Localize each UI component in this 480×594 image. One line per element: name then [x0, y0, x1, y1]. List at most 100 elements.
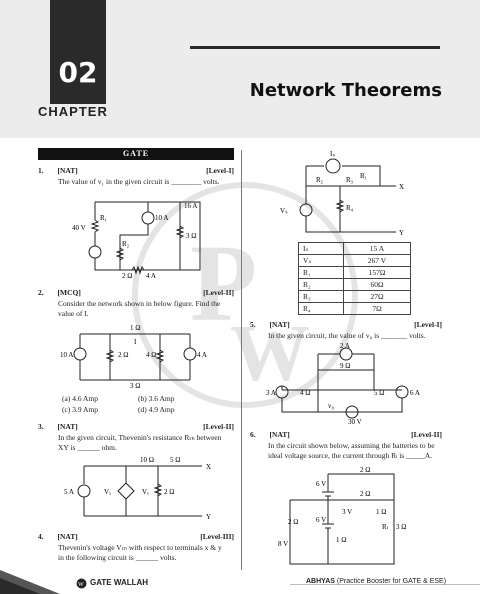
q1-circuit: 40 V R₁ 10 A 16 A 3 Ω R₂ 2 Ω 4 A [72, 201, 201, 280]
table-cell-symbol: R₄ [298, 302, 344, 315]
table-cell-value: 157Ω [343, 266, 411, 279]
svg-text:10 A: 10 A [60, 351, 73, 359]
svg-text:4 A: 4 A [146, 272, 156, 280]
svg-text:Y: Y [399, 229, 404, 237]
q3-number: 3. [38, 422, 44, 431]
svg-text:v₀: v₀ [328, 402, 335, 410]
svg-text:2 Ω: 2 Ω [288, 518, 298, 526]
table-cell-value: 7Ω [343, 302, 411, 315]
svg-text:2 Ω: 2 Ω [118, 351, 128, 359]
svg-text:8 V: 8 V [278, 540, 288, 548]
q4-level: [Level-III] [200, 532, 234, 541]
svg-text:R₂: R₂ [122, 240, 130, 248]
footer-rule [290, 584, 480, 585]
svg-text:4 A: 4 A [197, 351, 207, 359]
column-divider [241, 150, 242, 570]
question-1: 1. [NAT] [Level-I] [38, 166, 234, 176]
q5-text: In the given circuit, the value of v₀ is… [268, 331, 426, 340]
svg-text:3 V: 3 V [342, 508, 352, 516]
q6-text-line1: In the circuit shown below, assuming the… [268, 441, 435, 450]
q2-number: 2. [38, 288, 44, 297]
q5-circuit: 2 A 9 Ω 3 A 4 Ω 5 Ω 6 A v₀ 30 V [266, 342, 420, 426]
q1-level: [Level-I] [206, 166, 234, 175]
svg-text:Vₛ: Vₛ [280, 207, 288, 215]
q2-option-b: (b) 3.6 Amp [138, 394, 175, 403]
section-bar: GATE [38, 148, 234, 160]
question-3: 3. [NAT] [Level-II] [38, 422, 234, 432]
q5-number: 5. [250, 320, 256, 329]
svg-text:R₄: R₄ [346, 204, 354, 212]
svg-text:6 V: 6 V [316, 516, 326, 524]
footer-series-name: ABHYAS [306, 578, 335, 585]
footer-series-subtitle: (Practice Booster for GATE & ESE) [336, 578, 447, 585]
table-cell-value: 27Ω [343, 290, 411, 303]
svg-text:5 Ω: 5 Ω [374, 389, 384, 397]
svg-text:1 Ω: 1 Ω [336, 536, 346, 544]
svg-text:3 Ω: 3 Ω [130, 382, 140, 390]
svg-text:Iₛ: Iₛ [330, 150, 335, 158]
brand-logo-icon: W [76, 578, 87, 589]
q5-level: [Level-I] [414, 320, 442, 329]
svg-text:4 Ω: 4 Ω [146, 351, 156, 359]
q3-text-line1: In the given circuit, Thevenin's resista… [58, 433, 222, 442]
svg-text:2 Ω: 2 Ω [360, 466, 370, 474]
q2-type: [MCQ] [57, 288, 81, 297]
q6-number: 6. [250, 430, 256, 439]
svg-text:R₁: R₁ [360, 172, 367, 180]
question-2: 2. [MCQ] [Level-II] [38, 288, 234, 298]
svg-text:3 Ω: 3 Ω [186, 232, 196, 240]
table-cell-value: 15 A [343, 242, 411, 255]
svg-text:9 Ω: 9 Ω [340, 362, 350, 370]
svg-text:R₃: R₃ [346, 176, 354, 184]
q1-text: The value of v₁ in the given circuit is … [58, 177, 220, 186]
svg-text:1 Ω: 1 Ω [376, 508, 386, 516]
svg-text:30 V: 30 V [348, 418, 362, 426]
footer-series: ABHYAS (Practice Booster for GATE & ESE) [306, 578, 446, 585]
svg-text:40 V: 40 V [72, 224, 86, 232]
svg-text:3 A: 3 A [266, 389, 276, 397]
chapter-number-block: 02 [50, 0, 106, 104]
svg-text:2 Ω: 2 Ω [164, 488, 174, 496]
q6-type: [NAT] [269, 430, 290, 439]
q3-circuit: 5 A Vₓ Vₓ 2 Ω 10 Ω 5 Ω X Y [64, 456, 211, 521]
q3-type: [NAT] [57, 422, 78, 431]
pw-watermark-icon: P W [132, 182, 358, 408]
q2-option-a: (a) 4.6 Amp [62, 394, 99, 403]
q4-text-line1: Thevenin's voltage Vₜₕ with respect to t… [58, 543, 222, 552]
chapter-title: Network Theorems [249, 80, 442, 101]
svg-text:Y: Y [206, 513, 211, 521]
svg-text:X: X [399, 183, 404, 191]
chapter-number: 02 [58, 56, 98, 89]
table-cell-value: 60Ω [343, 278, 411, 291]
table-cell-value: 267 V [343, 254, 411, 267]
q3-level: [Level-II] [203, 422, 234, 431]
header-rule [190, 46, 440, 49]
svg-text:W: W [230, 310, 310, 398]
q4-number: 4. [38, 532, 44, 541]
question-4: 4. [NAT] [Level-III] [38, 532, 234, 542]
q2-circuit: 10 A 2 Ω 4 Ω 4 A 1 Ω I 3 Ω [60, 324, 207, 390]
table-cell-symbol: R₁ [298, 266, 344, 279]
table-cell-symbol: R₃ [298, 290, 344, 303]
chapter-label: CHAPTER [38, 104, 108, 119]
q2-option-d: (d) 4.9 Amp [138, 405, 175, 414]
table-cell-symbol: Vₛ [298, 254, 344, 267]
q4-type: [NAT] [57, 532, 78, 541]
svg-text:6 A: 6 A [410, 389, 420, 397]
q1-type: [NAT] [57, 166, 78, 175]
table-cell-symbol: R₂ [298, 278, 344, 291]
table-cell-symbol: Iₛ [298, 242, 344, 255]
svg-text:W: W [78, 582, 84, 588]
svg-text:4 Ω: 4 Ω [300, 389, 310, 397]
svg-text:Rₗ: Rₗ [382, 523, 388, 531]
svg-text:Vₓ: Vₓ [142, 488, 150, 496]
svg-text:10 Ω: 10 Ω [140, 456, 154, 464]
q1-number: 1. [38, 166, 44, 175]
q2-text-line2: value of I. [58, 309, 89, 318]
svg-text:6 V: 6 V [316, 480, 326, 488]
